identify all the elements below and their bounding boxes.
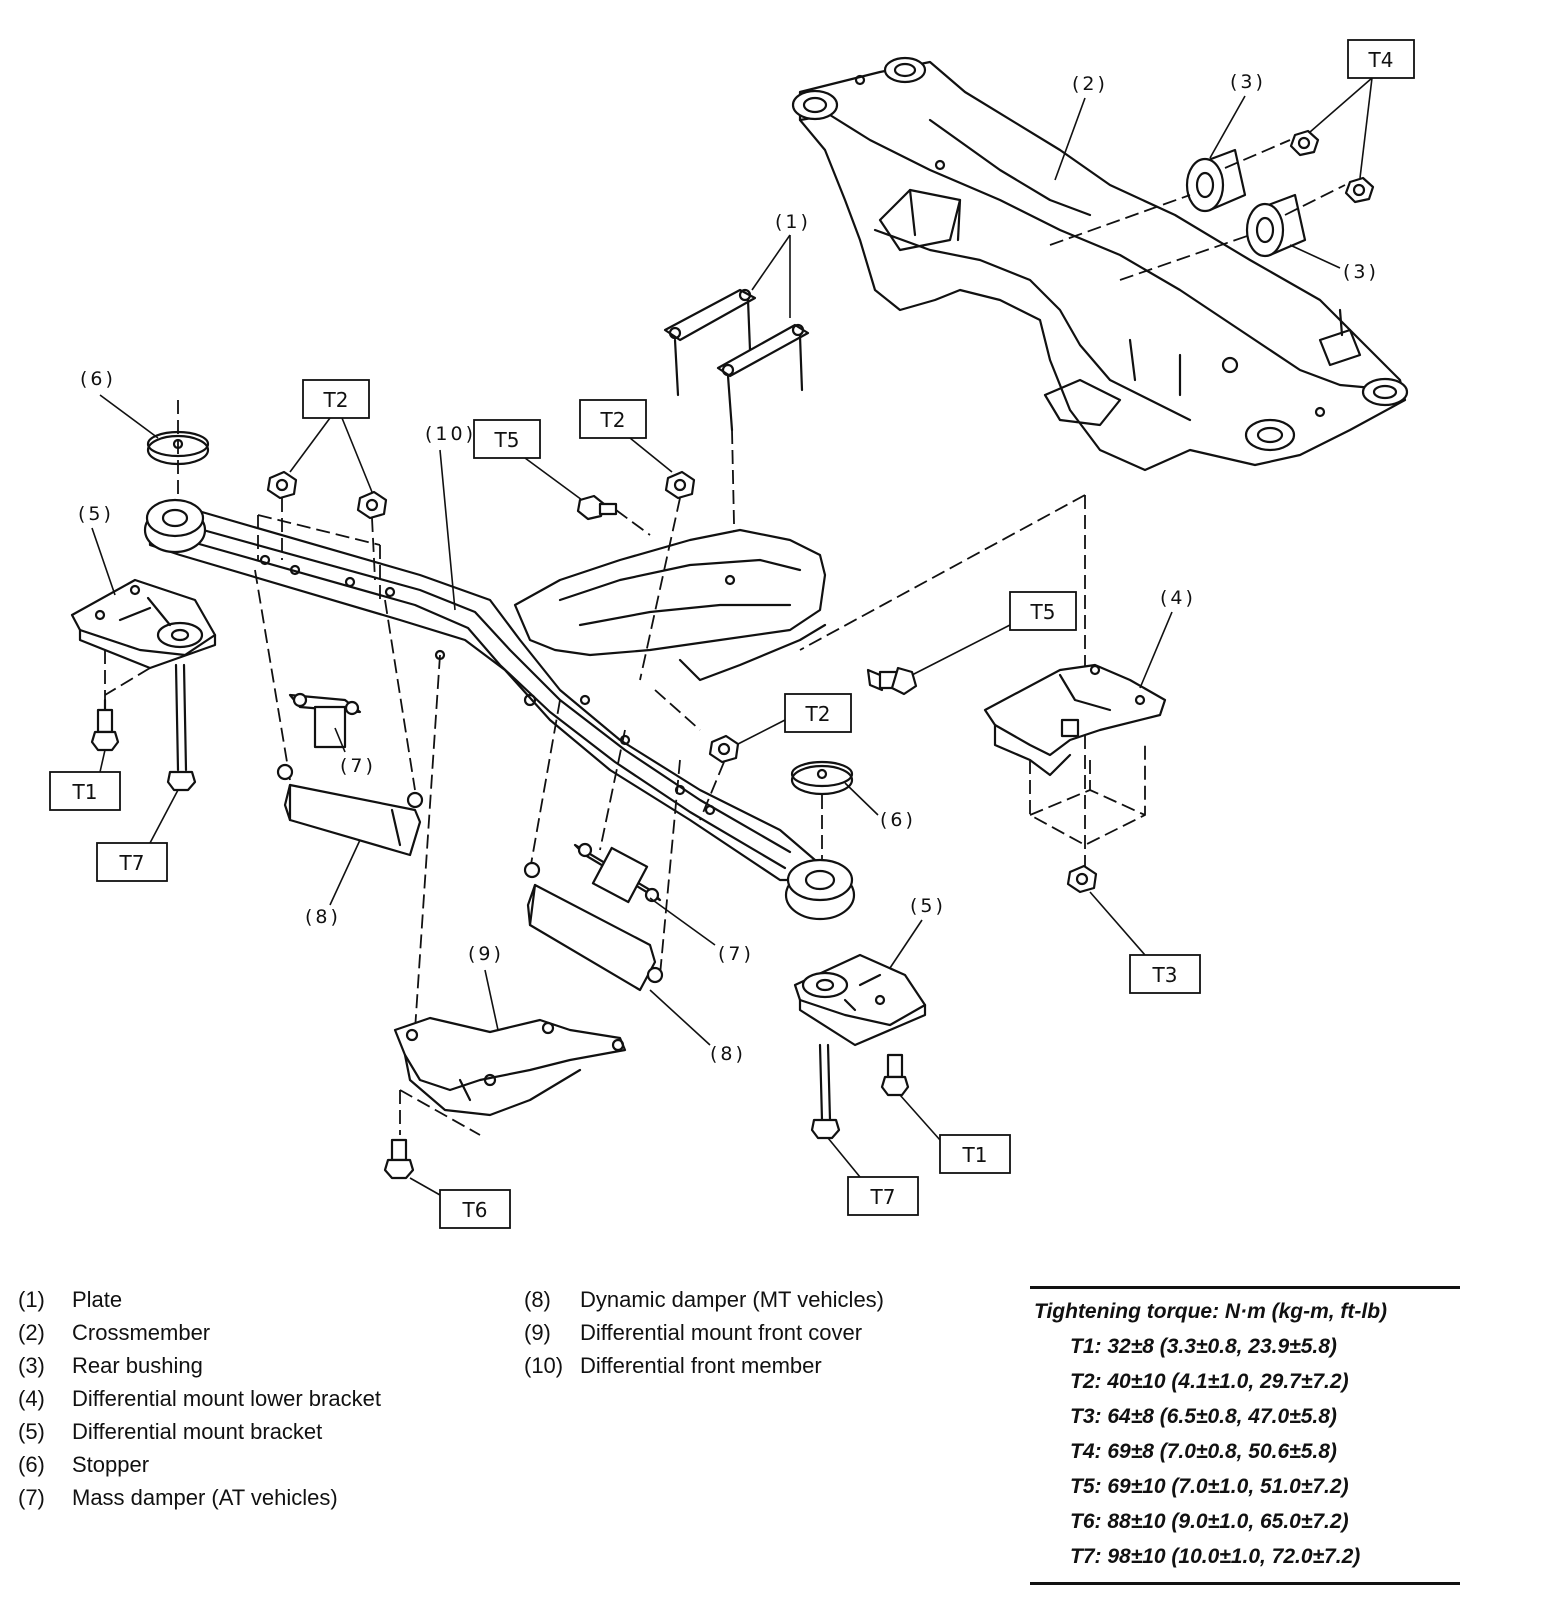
callout-10: (10) [425, 423, 476, 445]
tag-t7b: T7 [870, 1185, 896, 1209]
rear-bushing-part [1049, 139, 1346, 281]
legend-item: (9)Differential mount front cover [524, 1320, 863, 1345]
tag-t5b: T5 [1030, 600, 1056, 624]
parts-legend: (1)Plate (2)Crossmember (3)Rear bushing … [18, 1283, 1018, 1543]
differential-mount-lower-bracket-part [983, 663, 1167, 847]
tag-t6: T6 [462, 1198, 488, 1222]
legend-item: (10)Differential front member [524, 1353, 822, 1378]
legend-item: (7)Mass damper (AT vehicles) [18, 1485, 338, 1510]
differential-mount-front-cover-part [393, 1016, 627, 1136]
torque-row: T1: 32±8 (3.3±0.8, 23.9±5.8) [1070, 1335, 1337, 1358]
callout-7a: (7) [340, 755, 376, 777]
torque-row: T5: 69±10 (7.0±1.0, 51.0±7.2) [1070, 1475, 1349, 1498]
tightening-torque-table: Tightening torque: N·m (kg-m, ft-lb) T1:… [1030, 1286, 1460, 1585]
differential-front-member-part [148, 498, 827, 882]
callout-4: (4) [1160, 587, 1196, 609]
legend-item: (5)Differential mount bracket [18, 1419, 323, 1444]
callout-6a: (6) [80, 368, 116, 390]
t4-nut-part [1289, 129, 1375, 204]
torque-top-rule [1030, 1286, 1460, 1289]
legend-column-1: (1)Plate (2)Crossmember (3)Rear bushing … [18, 1283, 381, 1514]
callout-6b: (6) [880, 809, 916, 831]
legend-item: (1)Plate [18, 1287, 123, 1312]
dynamic-damper-part [523, 861, 664, 992]
t2-nut-part [266, 470, 740, 764]
torque-row: T7: 98±10 (10.0±1.0, 72.0±7.2) [1070, 1545, 1361, 1568]
crossmember-part [791, 56, 1409, 472]
torque-row: T2: 40±10 (4.1±1.0, 29.7±7.2) [1070, 1370, 1349, 1393]
tag-t4: T4 [1368, 48, 1394, 72]
bolt-part [810, 1043, 910, 1140]
stopper-part [146, 400, 210, 500]
dynamic-damper-part [276, 763, 424, 857]
callout-7b: (7) [718, 943, 754, 965]
callout-9: (9) [468, 943, 504, 965]
torque-title: Tightening torque: N·m (kg-m, ft-lb) [1034, 1300, 1388, 1323]
tag-t1a: T1 [72, 780, 98, 804]
exploded-parts-diagram: (1) (2) (3) (3) (4) (5) (5) (6) (6) (7) … [49, 39, 1415, 1229]
part-callouts: (1) (2) (3) (3) (4) (5) (5) (6) (6) (7) … [78, 71, 1379, 1065]
tag-t2a: T2 [323, 388, 349, 412]
mass-damper-part [288, 692, 362, 749]
tag-t7a: T7 [119, 851, 145, 875]
callout-5b: (5) [910, 895, 946, 917]
legend-item: (3)Rear bushing [18, 1353, 203, 1378]
callout-3a: (3) [1230, 71, 1266, 93]
tag-t5a: T5 [494, 428, 520, 452]
legend-item: (6)Stopper [18, 1452, 150, 1477]
legend-column-2: (8)Dynamic damper (MT vehicles) (9)Diffe… [524, 1283, 884, 1382]
t3-nut-part [1066, 864, 1098, 894]
tag-t1b: T1 [962, 1143, 988, 1167]
plate-part [663, 288, 810, 571]
bolt-part [90, 663, 197, 792]
torque-tags: T4 T2 T5 T2 T5 T2 T1 T7 T3 T1 T7 [49, 39, 1415, 1229]
legend-item: (8)Dynamic damper (MT vehicles) [524, 1287, 885, 1312]
callout-8b: (8) [710, 1043, 746, 1065]
t6-bolt-part [383, 1138, 415, 1180]
legend-item: (4)Differential mount lower bracket [18, 1386, 381, 1411]
tag-t2c: T2 [805, 702, 831, 726]
callout-8a: (8) [305, 906, 341, 928]
tag-t2b: T2 [600, 408, 626, 432]
stopper-part [790, 760, 854, 860]
torque-bottom-rule [1030, 1582, 1460, 1585]
torque-row: T3: 64±8 (6.5±0.8, 47.0±5.8) [1070, 1405, 1337, 1428]
callout-1: (1) [775, 211, 811, 233]
tag-t3: T3 [1152, 963, 1178, 987]
callout-3b: (3) [1343, 261, 1379, 283]
callout-2: (2) [1072, 73, 1108, 95]
right-bushing-part [784, 858, 856, 921]
differential-mount-bracket-part [70, 578, 217, 700]
differential-mount-bracket-part [793, 953, 927, 1047]
left-bushing-part [143, 498, 207, 554]
torque-row: T6: 88±10 (9.0±1.0, 65.0±7.2) [1070, 1510, 1349, 1533]
legend-item: (2)Crossmember [18, 1320, 211, 1345]
t5-bolt-part [576, 494, 918, 696]
mass-damper-part [573, 842, 662, 904]
callout-5a: (5) [78, 503, 114, 525]
torque-row: T4: 69±8 (7.0±0.8, 50.6±5.8) [1070, 1440, 1337, 1463]
